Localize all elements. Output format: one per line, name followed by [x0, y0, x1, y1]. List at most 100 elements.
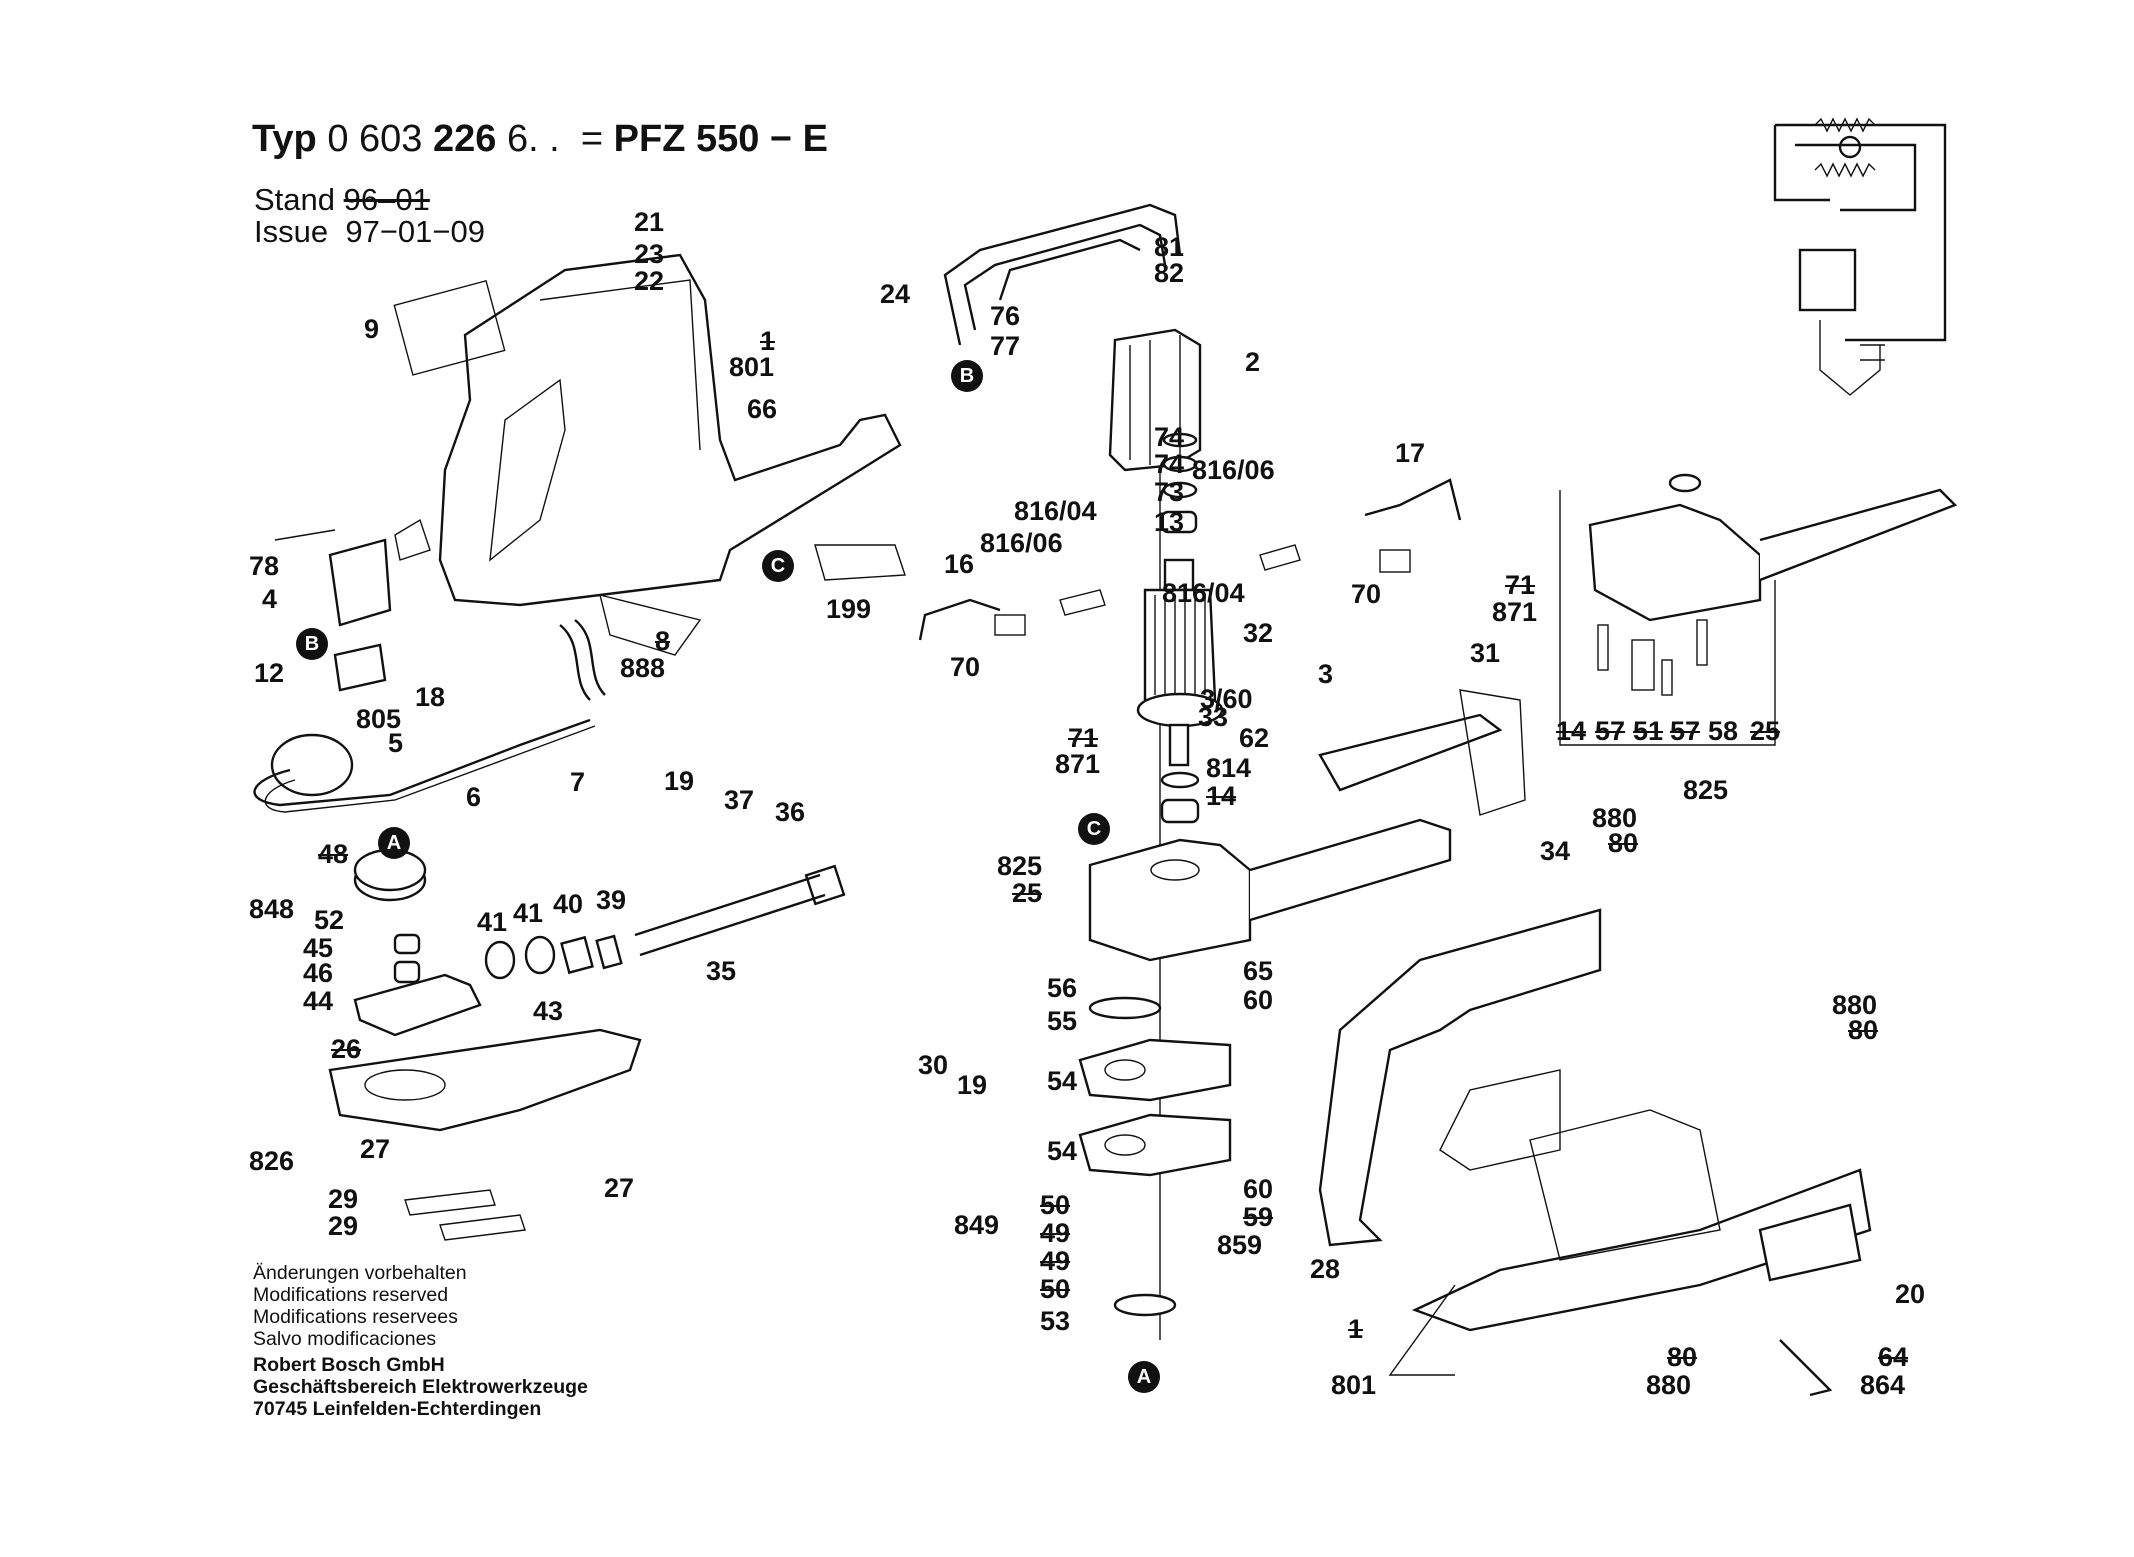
part-label: 21: [634, 207, 665, 237]
marker-c-housing: C: [762, 550, 794, 582]
part-label-superseded: 25: [1012, 878, 1043, 908]
housing-half-drawing: [274, 253, 906, 656]
part-label: 880: [1646, 1370, 1692, 1400]
stand-label: Stand: [254, 182, 336, 217]
part-label-superseded: 64: [1878, 1342, 1909, 1372]
brushes-drawing: [918, 478, 1462, 641]
footer-notes: Änderungen vorbehalten Modifications res…: [253, 1262, 588, 1420]
part-label: 53: [1040, 1306, 1071, 1336]
part-label: 19: [957, 1070, 988, 1100]
washers-drawing: [1160, 432, 1198, 534]
part-label: 825: [997, 851, 1043, 881]
stand-value: 96–01: [343, 182, 430, 217]
part-label: 37: [724, 785, 755, 815]
part-label: 73: [1154, 477, 1185, 507]
typ-number-bold: 226: [432, 118, 497, 160]
part-label-superseded: 80: [1667, 1342, 1698, 1372]
part-label: 45: [303, 933, 334, 963]
part-label: 74: [1154, 449, 1185, 479]
part-label: 81: [1154, 232, 1185, 262]
part-label: 816/04: [1014, 496, 1097, 526]
part-label: 54: [1047, 1136, 1078, 1166]
wiring-schematic-drawing: [1773, 117, 1947, 396]
part-label: 62: [1239, 723, 1270, 753]
part-label: 805: [356, 704, 402, 734]
guide-tube-drawing: [484, 864, 846, 980]
part-label: 35: [706, 956, 737, 986]
part-label: 816/06: [1192, 455, 1275, 485]
part-label: 78: [249, 551, 280, 581]
part-label: 888: [620, 653, 666, 683]
part-label: 801: [729, 352, 775, 382]
part-label: 31: [1470, 638, 1501, 668]
part-label: 3: [1318, 659, 1334, 689]
part-label: 22: [634, 266, 665, 296]
wiring-loom-drawing: [943, 203, 1182, 346]
part-label: 6: [466, 782, 482, 812]
notice-fr: Modifications reservees: [253, 1306, 458, 1328]
part-label: 13: [1154, 507, 1185, 537]
part-label-superseded: 71: [1068, 723, 1099, 753]
issue-value: 97−01−09: [345, 214, 485, 249]
part-label: 29: [328, 1184, 359, 1214]
typ-suffix: 6. .: [506, 118, 560, 160]
model-name: PFZ 550 − E: [613, 118, 829, 160]
company-address: 70745 Leinfelden-Echterdingen: [253, 1398, 542, 1420]
part-label-superseded: 25: [1750, 716, 1781, 746]
part-label-superseded: 50: [1040, 1190, 1071, 1220]
part-label: 28: [1310, 1254, 1341, 1284]
stand-row: Stand 96–01: [254, 182, 430, 218]
part-label-superseded: 8: [655, 626, 671, 656]
part-label: 816/04: [1162, 578, 1245, 608]
part-label: 36: [775, 797, 806, 827]
part-label-superseded: 57: [1670, 716, 1701, 746]
part-label: 43: [533, 996, 564, 1026]
part-label: 4: [262, 584, 278, 614]
part-label: 76: [990, 301, 1021, 331]
part-label: 34: [1540, 836, 1571, 866]
marker-b-left: B: [296, 628, 328, 660]
part-label: 2: [1245, 347, 1261, 377]
marker-c-gearbox: C: [1078, 813, 1110, 845]
part-label: 66: [747, 394, 778, 424]
drawing-title: Typ 0 603 226 6. . = PFZ 550 − E: [252, 118, 828, 161]
part-label: 60: [1243, 985, 1274, 1015]
part-label: 55: [1047, 1006, 1078, 1036]
issue-label: Issue: [254, 214, 329, 249]
part-label-superseded: 51: [1633, 716, 1664, 746]
power-cord-drawing: [253, 619, 606, 813]
part-label: 859: [1217, 1230, 1263, 1260]
marker-a-bottom: A: [1128, 1361, 1160, 1393]
company-division: Geschäftsbereich Elektrowerkzeuge: [253, 1376, 588, 1398]
part-label-superseded: 71: [1505, 570, 1536, 600]
part-label: 82: [1154, 258, 1185, 288]
part-label-superseded: 26: [331, 1034, 362, 1064]
part-label-superseded: 14: [1556, 716, 1587, 746]
part-label-superseded: 14: [1206, 781, 1237, 811]
notice-es: Salvo modificaciones: [253, 1328, 437, 1350]
base-plate-drawing: [328, 848, 642, 1241]
part-label: 58: [1708, 716, 1739, 746]
part-label: 199: [826, 594, 872, 624]
part-label: 30: [918, 1050, 949, 1080]
part-label: 864: [1860, 1370, 1906, 1400]
part-label: 33: [1198, 702, 1229, 732]
marker-b-wiring: B: [951, 360, 983, 392]
part-label: 17: [1395, 438, 1426, 468]
part-label-superseded: 50: [1040, 1274, 1071, 1304]
part-label: 871: [1055, 749, 1101, 779]
part-label: 880: [1592, 803, 1638, 833]
part-label: 46: [303, 958, 334, 988]
typ-number: 0 603: [327, 118, 423, 160]
part-label: 3/60: [1200, 684, 1253, 714]
part-label: 39: [596, 885, 627, 915]
part-label: 41: [477, 907, 508, 937]
part-label: 18: [415, 682, 446, 712]
part-label: 814: [1206, 753, 1252, 783]
part-label: 70: [950, 652, 981, 682]
part-label: 27: [604, 1173, 635, 1203]
part-label: 826: [249, 1146, 295, 1176]
issue-row: Issue 97−01−09: [254, 214, 485, 250]
right-gear-housing-drawing: [1559, 473, 1958, 746]
